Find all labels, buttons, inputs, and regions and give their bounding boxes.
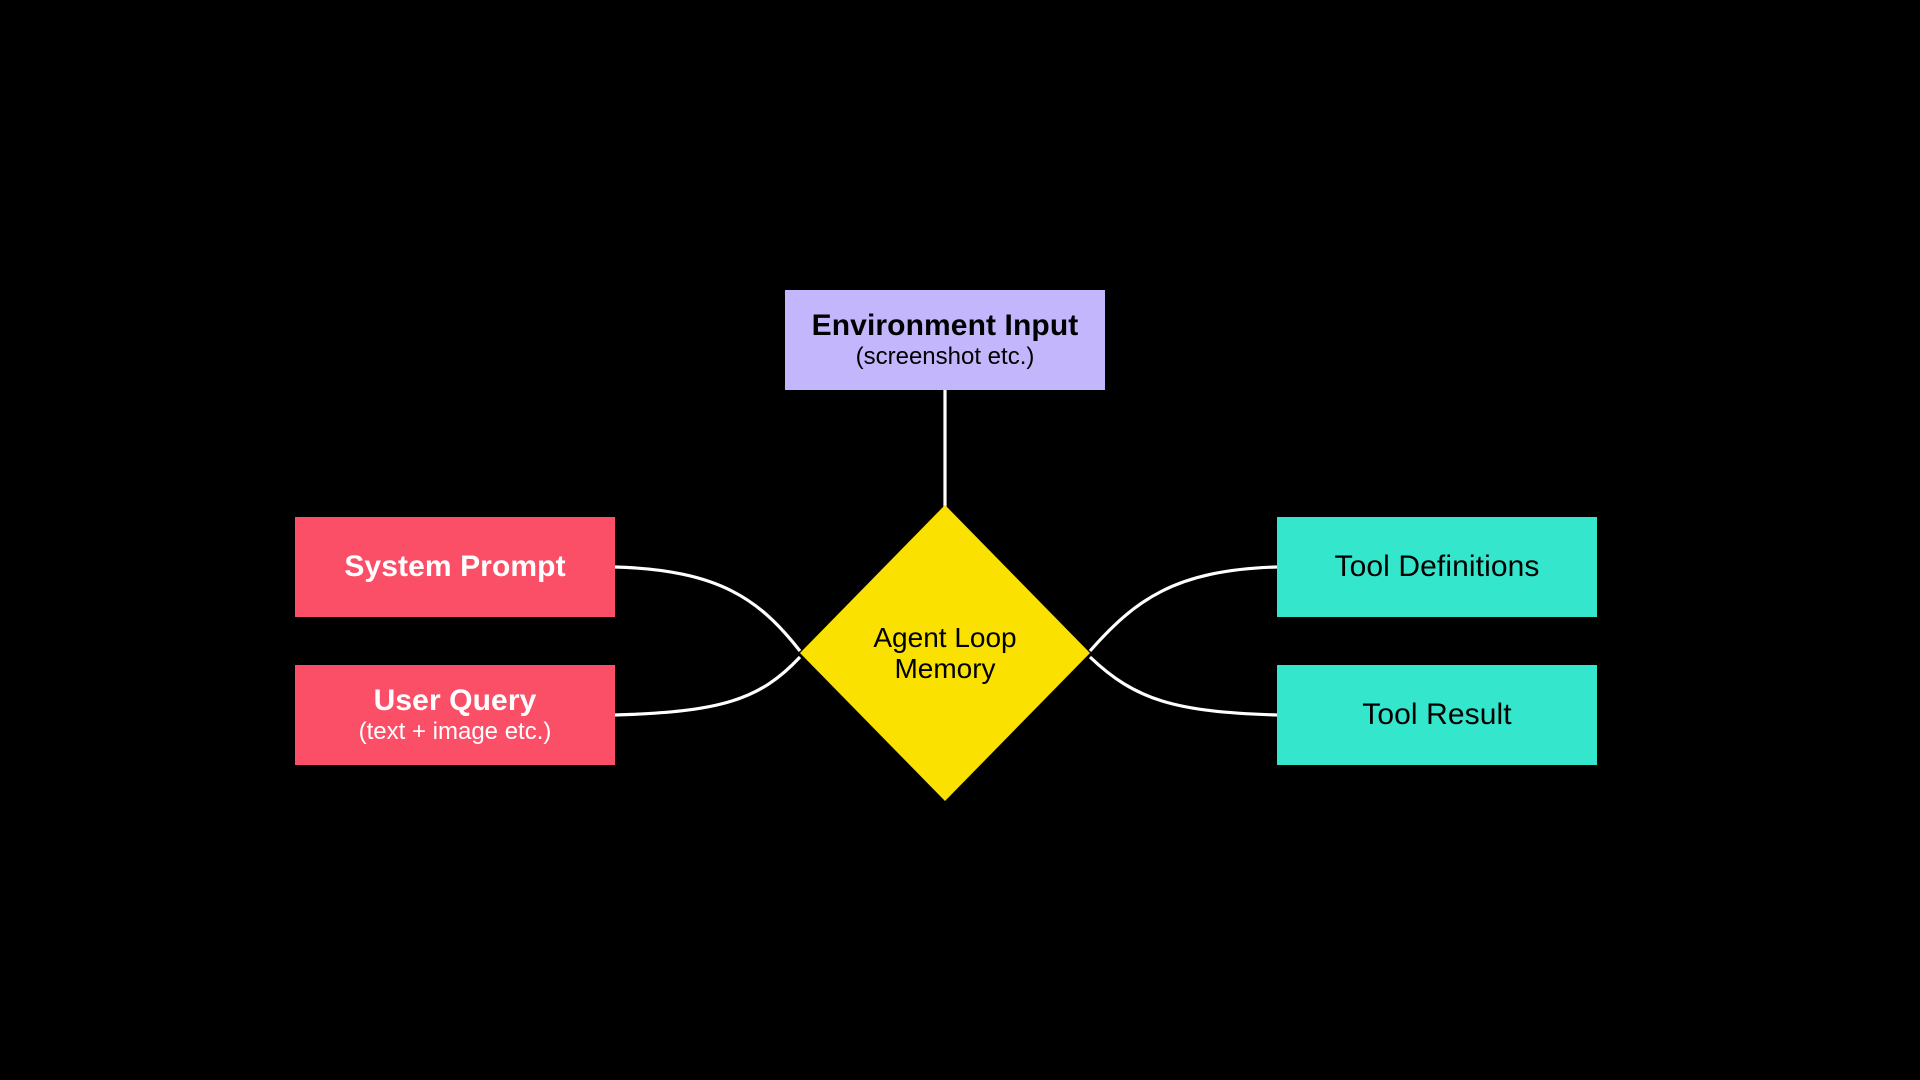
node-tool-result-title: Tool Result [1362, 698, 1512, 732]
node-environment-input[interactable]: Environment Input (screenshot etc.) [785, 290, 1105, 390]
node-environment-input-title: Environment Input [811, 308, 1079, 342]
node-tool-definitions-title: Tool Definitions [1334, 550, 1540, 584]
node-user-query[interactable]: User Query (text + image etc.) [295, 665, 615, 765]
node-user-query-subtitle: (text + image etc.) [358, 718, 552, 746]
node-agent-loop-memory-line1: Agent Loop [873, 621, 1017, 653]
node-tool-definitions[interactable]: Tool Definitions [1277, 517, 1597, 617]
node-tool-result[interactable]: Tool Result [1277, 665, 1597, 765]
node-environment-input-subtitle: (screenshot etc.) [855, 343, 1035, 371]
node-user-query-title: User Query [373, 683, 537, 717]
node-agent-loop-memory-line2: Memory [894, 653, 996, 684]
node-agent-loop-memory[interactable]: Agent Loop Memory [800, 505, 1090, 801]
node-system-prompt[interactable]: System Prompt [295, 517, 615, 617]
node-system-prompt-title: System Prompt [344, 550, 566, 584]
